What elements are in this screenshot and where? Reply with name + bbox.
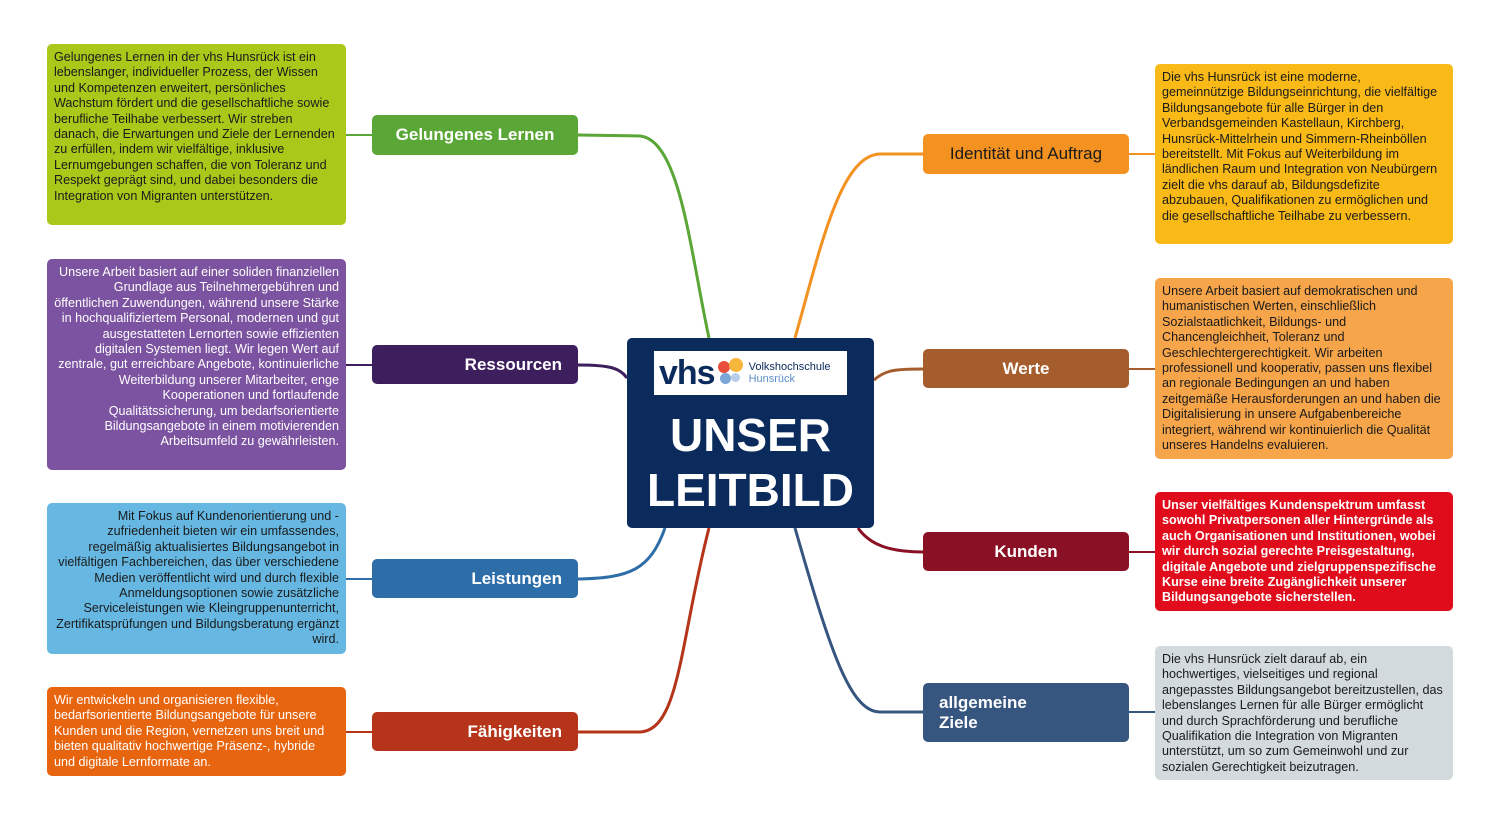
branch-label-text: Gelungenes Lernen bbox=[395, 125, 555, 144]
branch-text: Unser vielfältiges Kundenspektrum umfass… bbox=[1162, 498, 1436, 605]
branch-label-text: Ressourcen bbox=[464, 354, 562, 374]
branch-label-text: Fähigkeiten bbox=[467, 721, 562, 741]
branch-label-identitaet: Identität und Auftrag bbox=[923, 134, 1129, 174]
connector-identitaet bbox=[793, 152, 923, 339]
central-node: vhs Volkshochschule Hunsrück UNSER LEITB… bbox=[627, 338, 874, 528]
connector-gelungenes-lernen bbox=[577, 133, 711, 339]
title-line2: LEITBILD bbox=[647, 464, 854, 516]
title-line1: UNSER bbox=[669, 409, 832, 461]
branch-label-ziele: allgemeine Ziele bbox=[923, 683, 1129, 742]
logo-dots-icon bbox=[716, 358, 746, 388]
branch-text: Mit Fokus auf Kundenorientierung und -zu… bbox=[56, 509, 339, 647]
branch-label-werte: Werte bbox=[923, 349, 1129, 388]
branch-text-identitaet: Die vhs Hunsrück ist eine moderne, gemei… bbox=[1155, 64, 1453, 244]
connector-ziele bbox=[793, 527, 923, 714]
branch-text: Die vhs Hunsrück zielt darauf ab, ein ho… bbox=[1162, 652, 1443, 774]
branch-text: Wir entwickeln und organisieren flexible… bbox=[54, 693, 325, 769]
vhs-logo: vhs Volkshochschule Hunsrück bbox=[654, 351, 847, 395]
branch-label-leistungen: Leistungen bbox=[372, 559, 578, 598]
connector-leistungen bbox=[577, 527, 667, 581]
logo-mark: vhs bbox=[659, 354, 716, 392]
branch-label-text: Kunden bbox=[994, 541, 1058, 561]
connector-faehigkeiten bbox=[578, 527, 711, 734]
branch-text-ressourcen: Unsere Arbeit basiert auf einer soliden … bbox=[47, 259, 346, 470]
branch-label-text: allgemeine Ziele bbox=[939, 693, 1027, 733]
branch-text-werte: Unsere Arbeit basiert auf demokratischen… bbox=[1155, 278, 1453, 459]
logo-line2: Hunsrück bbox=[748, 373, 796, 385]
branch-label-ressourcen: Ressourcen bbox=[372, 345, 578, 384]
branch-label-line1: allgemeine bbox=[939, 692, 1027, 712]
branch-text-faehigkeiten: Wir entwickeln und organisieren flexible… bbox=[47, 687, 346, 776]
branch-text: Gelungenes Lernen in der vhs Hunsrück is… bbox=[54, 50, 335, 203]
branch-text-leistungen: Mit Fokus auf Kundenorientierung und -zu… bbox=[47, 503, 346, 654]
branch-text: Unsere Arbeit basiert auf einer soliden … bbox=[54, 265, 339, 449]
branch-text-kunden: Unser vielfältiges Kundenspektrum umfass… bbox=[1155, 492, 1453, 611]
connector-werte bbox=[872, 367, 924, 382]
branch-text-gelungenes-lernen: Gelungenes Lernen in der vhs Hunsrück is… bbox=[47, 44, 346, 225]
logo-text: Volkshochschule Hunsrück bbox=[749, 361, 831, 385]
connector-ressourcen bbox=[577, 363, 629, 379]
branch-text: Die vhs Hunsrück ist eine moderne, gemei… bbox=[1162, 70, 1438, 223]
branch-label-gelungenes-lernen: Gelungenes Lernen bbox=[372, 115, 578, 155]
logo-line1: Volkshochschule bbox=[748, 361, 831, 373]
branch-label-faehigkeiten: Fähigkeiten bbox=[372, 712, 578, 751]
branch-label-line2: Ziele bbox=[939, 712, 978, 732]
page-title: UNSER LEITBILD bbox=[627, 408, 874, 518]
branch-text: Unsere Arbeit basiert auf demokratischen… bbox=[1162, 284, 1441, 453]
branch-label-kunden: Kunden bbox=[923, 532, 1129, 571]
branch-label-text: Identität und Auftrag bbox=[949, 144, 1103, 163]
connector-kunden bbox=[856, 527, 924, 554]
branch-text-ziele: Die vhs Hunsrück zielt darauf ab, ein ho… bbox=[1155, 646, 1453, 780]
branch-label-text: Leistungen bbox=[471, 568, 562, 588]
branch-label-text: Werte bbox=[1002, 358, 1050, 378]
